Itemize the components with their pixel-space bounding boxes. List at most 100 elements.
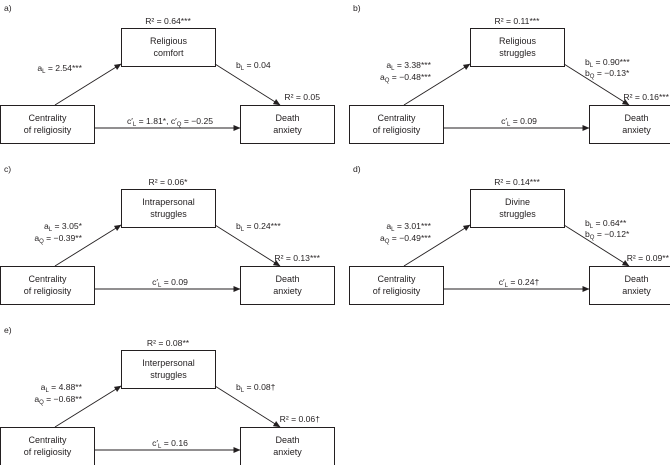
- a-coefficient: aL = 3.01***: [386, 221, 431, 233]
- predictor-box-line1: Centrality: [377, 113, 416, 123]
- b-coefficient: bL = 0.24***: [236, 221, 281, 233]
- b-coefficient: bQ = −0.13*: [585, 68, 630, 80]
- panel-label: e): [4, 325, 12, 335]
- outcome-box: Death anxiety: [589, 266, 670, 305]
- mediator-box: Interpersonal struggles: [121, 350, 216, 389]
- mediator-box-line2: struggles: [499, 209, 536, 219]
- b-coefficient: bL = 0.08†: [236, 382, 276, 394]
- predictor-box-line2: of religiosity: [24, 125, 72, 135]
- predictor-box: Centrality of religiosity: [0, 427, 95, 465]
- a-coefficient: aL = 2.54***: [37, 63, 82, 75]
- path-b-arrow: [563, 63, 630, 106]
- predictor-box-rect: [349, 266, 444, 305]
- c-prime-coefficient: c′L = 0.16: [152, 438, 188, 450]
- mediator-box-rect: [121, 189, 216, 228]
- a-coefficient: aQ = −0.49***: [380, 233, 432, 245]
- panel-label: d): [353, 164, 361, 174]
- a-coefficient: aL = 4.88**: [41, 382, 83, 394]
- mediator-box: Religious comfort: [121, 28, 216, 67]
- outcome-box-line1: Death: [275, 435, 299, 445]
- path-a-arrow: [54, 63, 122, 106]
- b-coefficient: bL = 0.04: [236, 60, 271, 72]
- c-prime-coefficient: c′L = 0.09: [501, 116, 537, 128]
- mediator-box-rect: [121, 28, 216, 67]
- predictor-box-rect: [0, 427, 95, 465]
- a-coefficient: aL = 3.38***: [386, 60, 431, 72]
- panel-label: a): [4, 3, 12, 13]
- predictor-box: Centrality of religiosity: [0, 105, 95, 144]
- predictor-box-line2: of religiosity: [24, 447, 72, 457]
- outcome-box-rect: [589, 105, 670, 144]
- a-coefficient: aL = 3.05*: [44, 221, 83, 233]
- mediator-box-line2: struggles: [150, 209, 187, 219]
- mediator-box-line1: Interpersonal: [142, 358, 195, 368]
- a-coefficient: aQ = −0.48***: [380, 72, 432, 84]
- b-coefficient: bL = 0.90***: [585, 57, 630, 69]
- outcome-box-line1: Death: [275, 274, 299, 284]
- path-a-arrow: [403, 63, 471, 106]
- c-prime-coefficient: c′L = 0.24†: [499, 277, 540, 289]
- b-coefficient: bL = 0.64**: [585, 218, 627, 230]
- predictor-box-line2: of religiosity: [373, 286, 421, 296]
- path-b-arrow: [214, 63, 281, 106]
- panel-b: b) Centrality of religiosity Religiousstrug…: [349, 3, 670, 144]
- outcome-box-rect: [240, 427, 335, 465]
- path-b-arrow: [563, 224, 630, 267]
- panel-c: c) Centrality of religiosity Intrapersonal s…: [0, 164, 335, 305]
- mediator-r2: R² = 0.11***: [495, 16, 541, 26]
- outcome-box-rect: [240, 266, 335, 305]
- mediator-box-line2: struggles: [499, 48, 536, 58]
- path-a-arrow: [54, 224, 122, 267]
- mediator-box-line2: comfort: [153, 48, 184, 58]
- predictor-box-line1: Centrality: [28, 113, 67, 123]
- outcome-box-rect: [240, 105, 335, 144]
- mediator-box-rect: [470, 189, 565, 228]
- outcome-box-line2: anxiety: [273, 125, 302, 135]
- predictor-box: Centrality of religiosity: [0, 266, 95, 305]
- panel-label: b): [353, 3, 361, 13]
- outcome-r2: R² = 0.05: [284, 92, 320, 102]
- a-coefficient: aQ = −0.39**: [34, 233, 82, 245]
- path-a-arrow: [403, 224, 471, 267]
- panel-a: a) Centrality of religiosity Religious comfo…: [0, 3, 335, 144]
- mediator-box-line2: struggles: [150, 370, 187, 380]
- mediator-r2: R² = 0.64***: [145, 16, 191, 26]
- b-coefficient: bQ = −0.12*: [585, 229, 630, 241]
- mediator-box-line1: Intrapersonal: [142, 197, 195, 207]
- panel-label: c): [4, 164, 11, 174]
- predictor-box-line2: of religiosity: [24, 286, 72, 296]
- predictor-box-line2: of religiosity: [373, 125, 421, 135]
- mediator-box-line1: Religious: [150, 36, 188, 46]
- outcome-box-line2: anxiety: [622, 125, 651, 135]
- path-b-arrow: [214, 224, 281, 267]
- mediator-box-line1: Divine: [505, 197, 530, 207]
- mediator-r2: R² = 0.08**: [147, 338, 190, 348]
- mediator-box: Divine struggles: [470, 189, 565, 228]
- outcome-r2: R² = 0.09**: [627, 253, 670, 263]
- predictor-box: Centrality of religiosity: [349, 105, 444, 144]
- predictor-box-rect: [349, 105, 444, 144]
- predictor-box-line1: Centrality: [28, 435, 67, 445]
- outcome-r2: R² = 0.13***: [274, 253, 320, 263]
- outcome-box-line1: Death: [624, 113, 648, 123]
- predictor-box-line1: Centrality: [28, 274, 67, 284]
- outcome-r2: R² = 0.06†: [280, 414, 321, 424]
- outcome-box: Death anxiety: [589, 105, 670, 144]
- predictor-box-rect: [0, 266, 95, 305]
- mediator-box: Intrapersonal struggles: [121, 189, 216, 228]
- path-a-arrow: [54, 385, 122, 428]
- predictor-box-rect: [0, 105, 95, 144]
- mediator-r2: R² = 0.06*: [149, 177, 189, 187]
- c-prime-coefficient: c′L = 0.09: [152, 277, 188, 289]
- outcome-box-line1: Death: [624, 274, 648, 284]
- outcome-box-line2: anxiety: [273, 286, 302, 296]
- outcome-box-line2: anxiety: [622, 286, 651, 296]
- c-prime-coefficient: c′L = 1.81*, c′Q = −0.25: [127, 116, 213, 128]
- a-coefficient: aQ = −0.68**: [34, 394, 82, 406]
